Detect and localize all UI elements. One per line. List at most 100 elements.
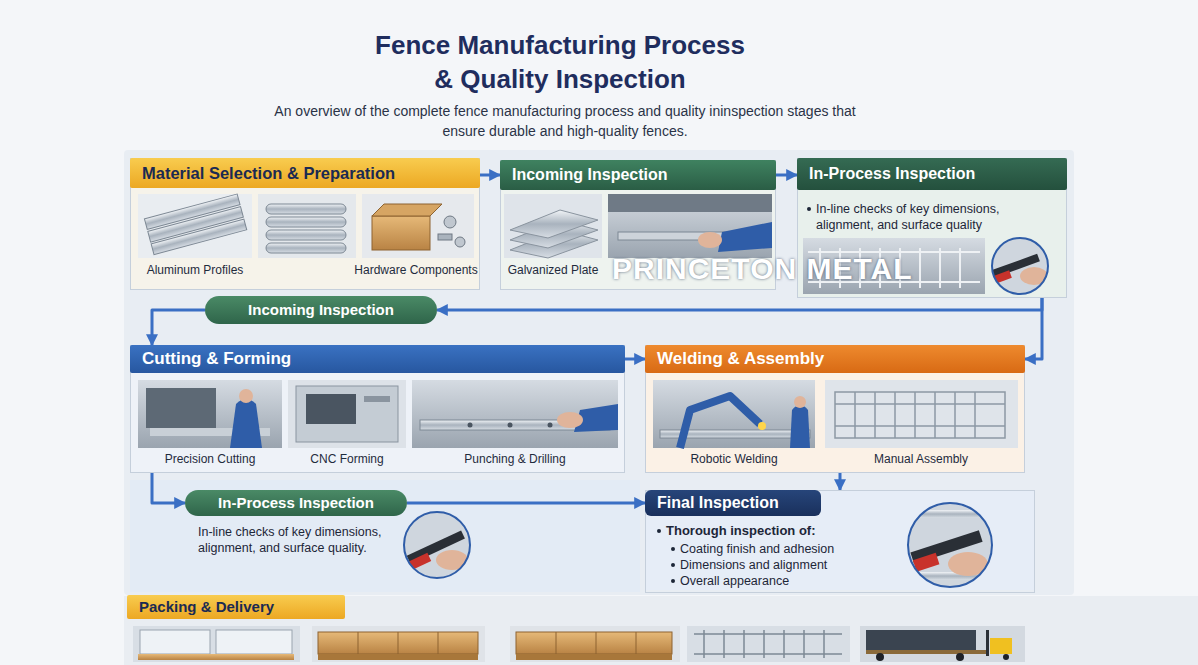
illustration-part (718, 222, 772, 252)
illustration-part (783, 630, 785, 658)
illustration-part (990, 238, 1048, 294)
photo-caption: Robotic Welding (690, 452, 777, 466)
inspection-pill: In-Process InspectionIn-line checks of k… (185, 490, 407, 516)
illustration-part (508, 423, 513, 428)
flow-arrow (625, 358, 645, 361)
process-band: Packing & Delivery (128, 596, 1198, 665)
illustration-part (312, 626, 485, 662)
panel-header: Welding & Assembly (645, 345, 1025, 373)
bullet-dot (671, 579, 675, 583)
illustration-part (876, 653, 884, 661)
illustration-part (138, 654, 294, 660)
illustration-part (510, 210, 598, 238)
illustration-part (894, 392, 896, 438)
panel-header: Packing & Delivery (127, 595, 345, 619)
illustration-part (296, 386, 398, 442)
illustration-part (854, 392, 856, 438)
illustration-part (398, 632, 399, 654)
panel-header: Material Selection & Preparation (130, 158, 480, 188)
illustration-part (146, 388, 216, 428)
illustration-part (608, 194, 772, 212)
illustration-part (516, 632, 672, 654)
illustration-part (823, 630, 825, 658)
illustration-part (516, 654, 672, 660)
illustration-part (956, 653, 964, 661)
illustration-part (438, 632, 439, 654)
panel-header: In-Process Inspection (797, 158, 1067, 190)
illustration-part (318, 654, 478, 660)
illustration-part (239, 389, 253, 403)
illustration-part (694, 633, 842, 635)
illustration-part (939, 248, 941, 288)
illustration-part (364, 396, 390, 402)
illustration-part (133, 626, 300, 662)
illustration-part (306, 394, 356, 424)
bullet-dot (657, 529, 661, 533)
body-text: In-line checks of key dimensions, alignm… (198, 524, 398, 556)
watermark: PRINCETON METAL (612, 252, 913, 286)
illustration-part (954, 392, 956, 438)
illustration-part (790, 405, 810, 448)
illustration-part (372, 204, 442, 216)
panel-header: Incoming Inspection (500, 160, 776, 190)
photo-caption: Precision Cutting (165, 452, 256, 466)
illustration-part (934, 392, 936, 438)
illustration-part (959, 248, 961, 288)
illustration-part (694, 630, 842, 658)
illustration-part (216, 630, 292, 654)
illustration-part (412, 380, 618, 448)
illustration-part (908, 503, 992, 587)
illustration-part (835, 392, 1005, 438)
illustration-part (990, 638, 1012, 654)
illustration-part (694, 653, 842, 655)
illustration-part (986, 630, 989, 656)
illustration-part (794, 396, 806, 408)
diagram-caption: An overview of the complete fence manufa… (270, 101, 860, 141)
illustration-part (404, 512, 470, 578)
illustration-part (860, 626, 1025, 662)
flow-arrow (776, 174, 797, 177)
illustration-part (835, 392, 1005, 438)
flow-arrow (152, 473, 185, 503)
body-text: Thorough inspection of: (666, 523, 896, 539)
flow-arrow (437, 298, 1042, 310)
illustration-part (1003, 654, 1009, 660)
illustration-part (266, 217, 346, 227)
illustration-part (455, 237, 465, 247)
illustration-part (680, 396, 760, 448)
illustration-part (444, 216, 456, 228)
illustration-part (608, 194, 772, 258)
photo-caption: Punching & Drilling (464, 452, 565, 466)
body-text: Dimensions and alignment (680, 557, 900, 573)
illustration-part (763, 630, 765, 658)
illustration-part (258, 194, 356, 258)
illustration-part (130, 480, 640, 592)
flow-arrow (480, 174, 500, 177)
panel-header: Final Inspection (645, 490, 821, 516)
illustration-part (905, 503, 995, 587)
illustration-part (318, 632, 478, 654)
illustration-part (914, 392, 916, 438)
illustration-part (124, 596, 1198, 665)
illustration-part (288, 380, 406, 448)
illustration-part (723, 630, 725, 658)
illustration-part (510, 626, 680, 662)
illustration-part (358, 632, 359, 654)
flow-arrow (839, 473, 842, 490)
pill-label: In-Process Inspection (204, 490, 388, 516)
inspection-pill: Incoming Inspection (205, 296, 437, 324)
illustration-part (130, 188, 480, 290)
illustration-part (866, 650, 986, 654)
illustration-part (596, 632, 597, 654)
illustration-part (835, 425, 1005, 427)
diagram-title: Fence Manufacturing Process & Quality In… (368, 28, 752, 96)
photo-caption: Manual Assembly (874, 452, 968, 466)
illustration-part (758, 422, 766, 430)
illustration-part (468, 423, 473, 428)
illustration-part (266, 204, 346, 214)
illustration-part (556, 632, 557, 654)
illustration-part (138, 380, 282, 448)
